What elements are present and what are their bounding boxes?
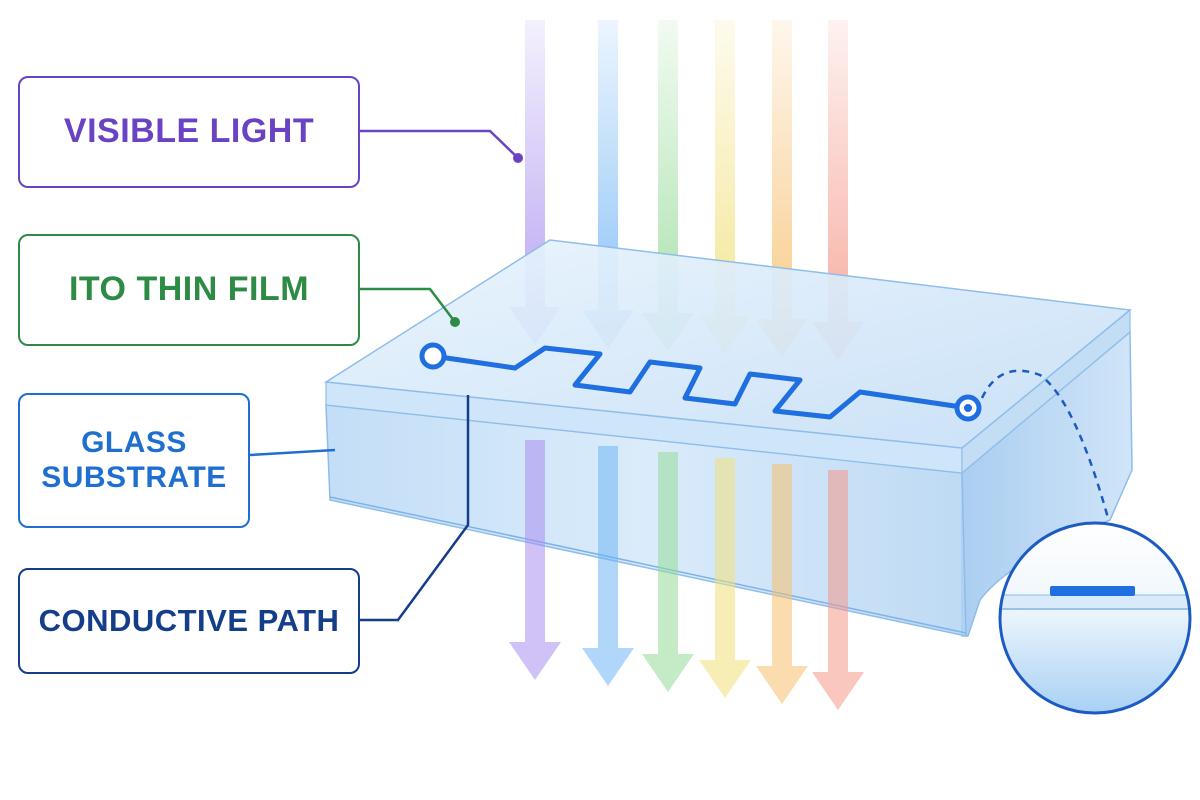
leader-visible-light xyxy=(360,129,519,159)
glass-substrate-line1: GLASS xyxy=(81,426,187,459)
light-beam-yellow-transmitted xyxy=(699,458,751,698)
ito-thin-film-text: ITO THIN FILM xyxy=(68,270,310,309)
light-beam-green-incoming xyxy=(642,20,694,351)
transmitted-light-beams xyxy=(509,440,864,710)
visible-light-label: VISIBLE LIGHT xyxy=(18,76,360,188)
ito-film-top-face xyxy=(323,239,1132,449)
light-beam-yellow-incoming xyxy=(699,20,751,354)
light-beam-violet-transmitted xyxy=(509,440,561,680)
zoom-dashed-connector xyxy=(980,369,1110,519)
leader-glass-substrate xyxy=(249,448,336,457)
light-beam-red-transmitted xyxy=(812,470,864,710)
light-beam-red-incoming xyxy=(812,20,864,360)
light-beam-blue-incoming xyxy=(582,20,634,348)
conductive-trace xyxy=(419,342,982,422)
light-beam-violet-incoming xyxy=(509,20,561,345)
contact-pad-left xyxy=(419,342,447,370)
leader-conductive-path xyxy=(360,395,470,622)
conductive-path-text: CONDUCTIVE PATH xyxy=(38,603,340,639)
glass-substrate-text: GLASS SUBSTRATE xyxy=(41,426,227,495)
zoom-callout xyxy=(980,369,1192,715)
light-beam-green-transmitted xyxy=(642,452,694,692)
serpentine-path xyxy=(430,345,971,420)
visible-light-text: VISIBLE LIGHT xyxy=(63,112,315,151)
glass-substrate-line2: SUBSTRATE xyxy=(41,460,227,494)
leader-lines xyxy=(249,129,523,622)
glass-substrate-slab xyxy=(323,239,1133,637)
conductive-path-label: CONDUCTIVE PATH xyxy=(18,568,360,674)
glass-substrate-label: GLASS SUBSTRATE xyxy=(18,393,250,528)
incoming-light-beams xyxy=(509,20,864,360)
leader-ito-film xyxy=(360,287,456,323)
zoom-ito-layer xyxy=(1050,586,1135,596)
light-beam-blue-transmitted xyxy=(582,446,634,686)
light-beam-orange-incoming xyxy=(756,20,808,357)
light-beam-orange-transmitted xyxy=(756,464,808,704)
zoom-circle-outline xyxy=(998,521,1192,715)
ito-thin-film-label: ITO THIN FILM xyxy=(18,234,360,346)
